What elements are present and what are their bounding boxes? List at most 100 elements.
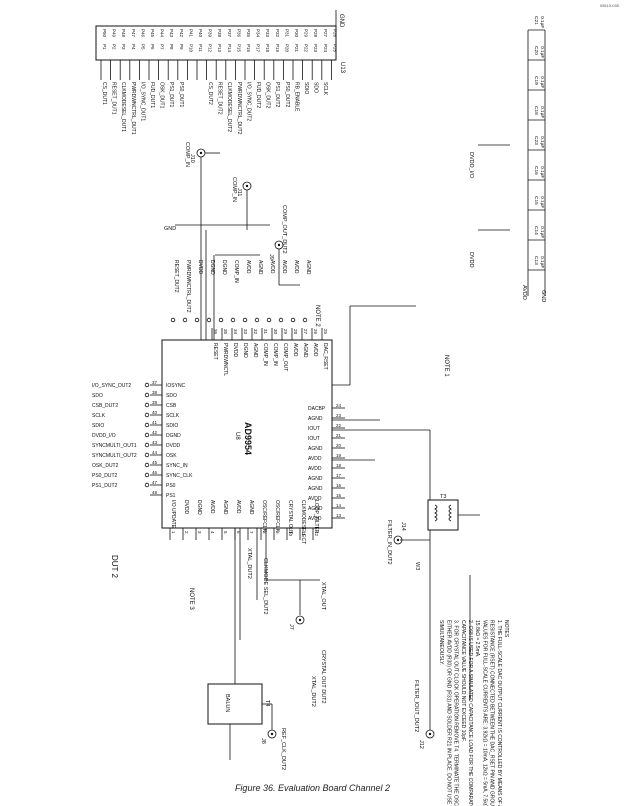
connector-pin-top: P39	[208, 29, 213, 38]
connector-pin-top: P40	[198, 29, 203, 38]
component-ref: 660	[0, 0, 9, 2]
connector-signal: CS_DUT1	[101, 82, 107, 105]
connector-pin-top: P36	[236, 29, 241, 38]
clock-components: 632644640660586628680680	[0, 0, 9, 2]
ic-pin-num: 48	[152, 490, 158, 495]
right-top-net: DGND	[221, 260, 227, 275]
ic-pin-name: PWRDWNCTL	[222, 343, 228, 376]
ic-pin-num: 43	[152, 440, 158, 445]
ic-pin-name: PS0	[166, 483, 176, 489]
ic-pin-name: COMP_IN	[272, 343, 278, 366]
connector-pin-bottom: P23	[313, 44, 318, 53]
connector-pin-bottom: P2	[112, 44, 117, 50]
ic-pin-num: 6	[236, 531, 241, 534]
note-line: 1. THE FULL-SCALE DAC OUTPUT CURRENT IS …	[496, 620, 502, 806]
right-top-net: AGND	[257, 260, 263, 275]
connector-pin-bottom: P13	[217, 44, 222, 53]
ic-pin-num: 29	[283, 329, 288, 335]
connector-pin-bottom: P20	[284, 44, 289, 53]
decoupling-cap-value: 0.1µF	[539, 136, 545, 148]
dvdd-io-label: DVDD_I/O	[468, 152, 474, 179]
ic-pin-num: 16	[336, 483, 342, 488]
ic-pin-name: DGND	[242, 343, 248, 358]
connector-pin-bottom: P17	[256, 44, 261, 53]
decoupling-cap-ref: C19	[533, 76, 539, 85]
decoupling-cap-ref: C20	[533, 46, 539, 55]
component-ref: 680	[0, 0, 9, 2]
ref-clk-label: REF_CLK_DUT2	[280, 728, 286, 770]
ic-name: AD9954	[243, 422, 253, 455]
ic-pin-name: RESET	[212, 343, 218, 360]
connector-pin-bottom: P14	[227, 44, 232, 53]
ic-pin-num: 39	[152, 400, 158, 405]
right-top-net: PWRDWNCTRL_DUT2	[185, 260, 191, 313]
ic-pin-num: 5	[223, 531, 228, 534]
connector-pin-top: P48	[121, 29, 126, 38]
left-net: SCLK	[92, 413, 106, 419]
ic-pin-num: 25	[323, 329, 328, 335]
component-ref: 210	[0, 0, 9, 2]
ic-pin-num: 15	[336, 493, 342, 498]
ic-pin-name: CRYSTAL OUT	[287, 500, 293, 534]
ic-pin-name: AGND	[308, 486, 323, 492]
connector-pin-bottom: P5	[140, 44, 145, 50]
connector-pin-top: P46	[140, 29, 145, 38]
connector-pin-top: P33	[265, 29, 270, 38]
connector-pin-top: P26	[332, 29, 337, 38]
ic-pin-name: DVDD	[183, 500, 189, 515]
ic-pin-name: AGND	[308, 476, 323, 482]
comparator-section: J10 COMP_IN J11 COMP_IN J9 COMP_OUT_DUT2…	[164, 142, 300, 340]
left-net: CSB_DUT2	[92, 403, 118, 409]
ic-pin-name: OSC/REFCLK	[274, 500, 280, 533]
right-top-net: DVDD	[197, 260, 203, 275]
decoupling-cap-value: 0.1µF	[539, 16, 545, 28]
decoupling-cap-value: 0.1µF	[539, 106, 545, 118]
ic-pin-name: AVDD	[308, 466, 322, 472]
connector-signal: RESET_DUT1	[111, 82, 117, 115]
connector-signal: PS0_DUT1	[178, 82, 184, 108]
ic-pin-name: SYNC_IN	[166, 463, 188, 469]
ic-pin-name: OSC/REFCLK	[261, 500, 267, 533]
decoupling-cap-ref: C23	[533, 136, 539, 145]
ic-pin-num: 4	[210, 531, 215, 534]
t4-label: T4	[264, 700, 270, 706]
connector-signal: OSK_DUT1	[159, 82, 165, 109]
component-ref: 290	[0, 0, 9, 2]
note1-label: NOTE 1	[443, 355, 449, 377]
ic-pin-name: DGND	[196, 500, 202, 515]
right-top-net: COMP_IN	[233, 260, 239, 283]
left-net: PS1_DUT2	[92, 483, 118, 489]
component-ref: 680	[0, 0, 9, 2]
connector-pin-top: P35	[246, 29, 251, 38]
connector-pin-top: P27	[323, 29, 328, 38]
ic-pin-num: 33	[243, 329, 248, 335]
ic-pin-num: 27	[303, 329, 308, 335]
connector-signal: OSK_DUT2	[265, 82, 271, 109]
note2-label: NOTE 2	[314, 305, 320, 327]
connector-signal: SDIO	[303, 82, 309, 94]
filter-components: 590596562596630636636676680680	[0, 0, 9, 2]
j14-label: J14	[400, 522, 406, 531]
connector-pin-top: P32	[275, 29, 280, 38]
ic-pin-num: 47	[152, 480, 158, 485]
left-net: SDO	[92, 393, 103, 399]
ic-ref: U8	[234, 432, 240, 440]
component-ref: 640	[0, 0, 9, 2]
connector-pin-bottom: P10	[188, 44, 193, 53]
figure-code: 09510-035	[599, 3, 619, 8]
figure-caption: Figure 36. Evaluation Board Channel 2	[234, 783, 391, 793]
dac-output-section: T3 FILTER_IN_DUT2 J14 W3 FILTER_IOUT_DUT…	[332, 305, 480, 749]
decoupling-cap-value: 0.1µF	[539, 166, 545, 178]
ic-pin-num: 32	[253, 329, 258, 335]
component-ref: 632	[0, 0, 9, 2]
connector-signal: I/O_SYNC_DUT2	[245, 82, 251, 121]
connector-pin-top: P49	[112, 29, 117, 38]
decoupling-cap-value: 0.1µF	[539, 76, 545, 88]
right-top-net: AVDD	[245, 260, 251, 274]
ic-pin-name: IOUT	[308, 436, 320, 442]
connector-signal: CLKMODESEL_DUT1	[120, 82, 126, 132]
note-line: NOTES	[503, 620, 509, 638]
j12-label: J12	[418, 740, 424, 749]
